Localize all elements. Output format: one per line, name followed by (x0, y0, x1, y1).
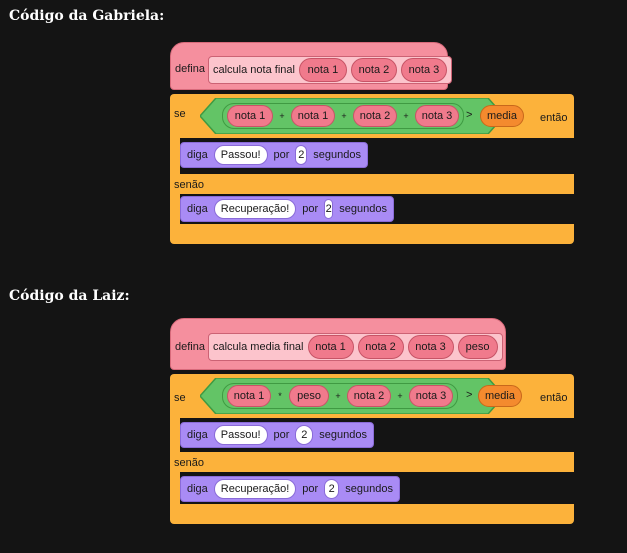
unit-label: segundos (345, 483, 393, 495)
by-label: por (273, 429, 290, 441)
else-label: senão (174, 179, 204, 191)
by-label: por (302, 203, 319, 215)
term-pill[interactable]: peso (289, 385, 329, 407)
operator: * (278, 391, 282, 401)
c-arm (170, 138, 180, 178)
else-bar (170, 452, 574, 472)
say-verb: diga (187, 203, 208, 215)
variable-media[interactable]: media (480, 105, 524, 127)
custom-block-prototype: calcula nota final nota 1 nota 2 nota 3 (208, 56, 452, 84)
sum-reporter[interactable]: nota 1 * peso + nota 2 + nota 3 (222, 383, 458, 409)
message-input[interactable]: Recuperação! (213, 199, 297, 219)
unit-label: segundos (339, 203, 387, 215)
term-pill[interactable]: nota 2 (347, 385, 391, 407)
message-input[interactable]: Recuperação! (213, 479, 297, 499)
term-pill[interactable]: nota 3 (409, 385, 453, 407)
operator: + (397, 391, 403, 401)
say-verb: diga (187, 429, 208, 441)
say-block[interactable]: diga Passou! por 2 segundos (180, 142, 368, 168)
script-laiz: defina calcula media final nota 1 nota 2… (170, 318, 574, 530)
term-pill[interactable]: nota 1 (227, 105, 273, 127)
define-label: defina (175, 341, 205, 353)
message-input[interactable]: Passou! (213, 425, 268, 445)
block-name: calcula media final (213, 341, 304, 353)
seconds-input[interactable]: 2 (324, 479, 340, 499)
operator: + (341, 111, 347, 121)
section-title-gabriela: Código da Gabriela: (9, 8, 165, 24)
then-label: então (540, 112, 568, 124)
script-gabriela: defina calcula nota final nota 1 nota 2 … (170, 42, 574, 252)
seconds-input[interactable]: 2 (324, 199, 334, 219)
if-else-footer (170, 504, 574, 524)
compare-operator: > (466, 109, 473, 121)
if-else-footer (170, 224, 574, 244)
if-label: se (174, 392, 186, 404)
param-pill[interactable]: nota 3 (407, 335, 454, 359)
param-pill[interactable]: peso (457, 335, 498, 359)
define-hat-block[interactable]: defina calcula media final nota 1 nota 2… (170, 318, 506, 370)
param-pill[interactable]: nota 2 (357, 335, 404, 359)
unit-label: segundos (319, 429, 367, 441)
else-label: senão (174, 457, 204, 469)
message-input[interactable]: Passou! (213, 145, 268, 165)
term-pill[interactable]: nota 1 (227, 385, 271, 407)
by-label: por (273, 149, 290, 161)
c-arm (170, 194, 180, 234)
compare-operator: > (466, 389, 473, 401)
seconds-input[interactable]: 2 (295, 425, 314, 445)
seconds-input[interactable]: 2 (295, 145, 308, 165)
param-pill[interactable]: nota 1 (307, 335, 354, 359)
unit-label: segundos (313, 149, 361, 161)
if-label: se (174, 108, 186, 120)
param-pill[interactable]: nota 2 (350, 58, 397, 82)
then-label: então (540, 392, 568, 404)
term-pill[interactable]: nota 1 (291, 105, 335, 127)
say-block[interactable]: diga Recuperação! por 2 segundos (180, 476, 400, 502)
operator: + (335, 391, 341, 401)
c-arm (170, 472, 180, 512)
param-pill[interactable]: nota 1 (298, 58, 347, 82)
define-hat-block[interactable]: defina calcula nota final nota 1 nota 2 … (170, 42, 452, 90)
section-title-laiz: Código da Laiz: (9, 288, 130, 304)
by-label: por (302, 483, 319, 495)
operator: + (279, 111, 285, 121)
operator: + (403, 111, 409, 121)
say-verb: diga (187, 149, 208, 161)
custom-block-prototype: calcula media final nota 1 nota 2 nota 3… (208, 333, 503, 361)
say-block[interactable]: diga Passou! por 2 segundos (180, 422, 374, 448)
param-pill[interactable]: nota 3 (400, 58, 447, 82)
sum-reporter[interactable]: nota 1 + nota 1 + nota 2 + nota 3 (222, 103, 464, 129)
define-label: defina (175, 63, 205, 75)
term-pill[interactable]: nota 3 (415, 105, 459, 127)
say-verb: diga (187, 483, 208, 495)
else-bar (170, 174, 574, 194)
say-block[interactable]: diga Recuperação! por 2 segundos (180, 196, 394, 222)
c-arm (170, 418, 180, 458)
variable-media[interactable]: media (478, 385, 522, 407)
term-pill[interactable]: nota 2 (353, 105, 397, 127)
block-name: calcula nota final (213, 64, 295, 76)
